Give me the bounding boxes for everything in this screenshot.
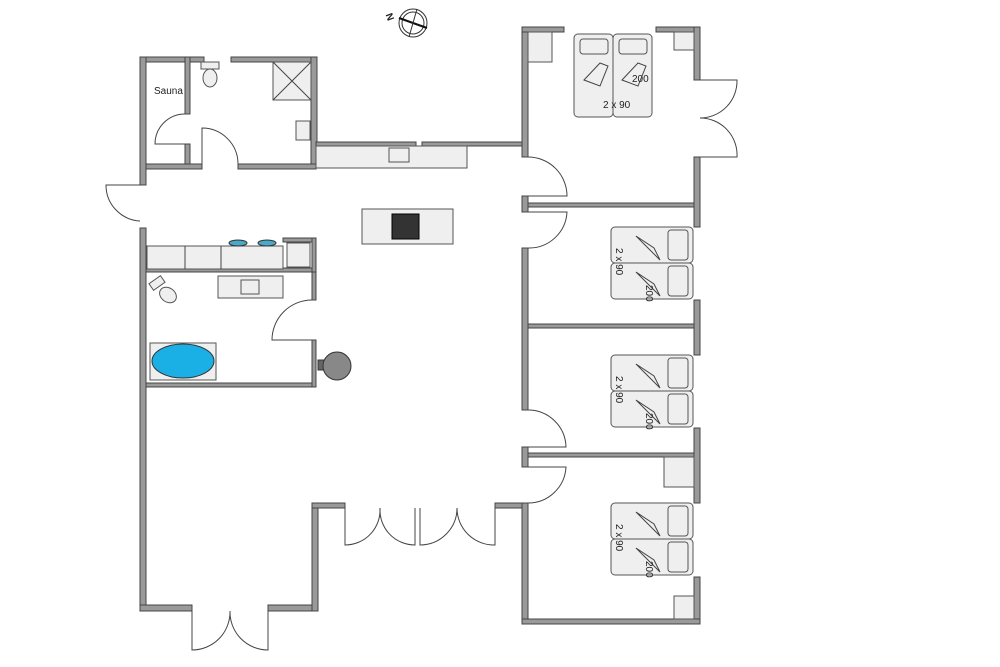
bed-width-label: 2 x 90: [613, 248, 624, 276]
bed-length-label: 200: [643, 561, 654, 578]
patio-door-1: [344, 507, 416, 546]
bedroom4-door: [527, 466, 567, 504]
bed-length-label: 200: [643, 285, 654, 302]
shower-icon: [272, 61, 312, 101]
bathroom1-door: [201, 127, 239, 165]
walls: [139, 26, 701, 625]
terrace-double-door: [191, 610, 269, 651]
compass-icon: N: [383, 8, 428, 38]
compass-north-label: N: [383, 12, 396, 23]
wardrobe: [673, 31, 695, 51]
bedroom1-garden-door: [699, 79, 738, 158]
wardrobe: [527, 31, 553, 63]
bedroom2-door: [527, 211, 568, 249]
bathroom2-door: [271, 299, 313, 341]
bedroom1-door: [527, 156, 568, 197]
bedroom3-door: [527, 409, 567, 448]
bed-bedroom1: 200 2 x 90: [573, 33, 653, 118]
fridge: [286, 242, 311, 268]
toilet-icon: [148, 275, 177, 304]
sink-icon: [240, 279, 260, 295]
bed-width-label: 2 x 90: [603, 100, 631, 111]
burner-icon: [257, 239, 277, 247]
wardrobe: [673, 595, 695, 620]
bed-bedroom3: 2 x 90 200: [610, 354, 694, 430]
toilet-icon: [200, 61, 220, 88]
bed-width-label: 2 x 90: [613, 524, 624, 552]
doors: [105, 79, 738, 651]
room-label-sauna: Sauna: [154, 86, 183, 97]
wardrobe: [663, 456, 695, 488]
wood-stove-icon: [317, 351, 352, 381]
bed-bedroom2: 2 x 90 200: [610, 226, 694, 302]
kitchen-counter-lower: [146, 245, 284, 270]
patio-door-2: [419, 507, 496, 546]
kitchen-sink-icon: [388, 147, 410, 163]
bed-width-label: 2 x 90: [613, 376, 624, 404]
burner-icon: [228, 239, 248, 247]
cooktop-icon: [391, 213, 420, 240]
bed-length-label: 200: [632, 74, 649, 85]
bathtub-basin: [151, 343, 215, 379]
bed-length-label: 200: [643, 413, 654, 430]
sauna-door: [154, 113, 186, 145]
bed-bedroom4: 2 x 90 200: [610, 502, 694, 578]
sink-icon: [295, 120, 311, 141]
entry-door: [105, 184, 141, 222]
